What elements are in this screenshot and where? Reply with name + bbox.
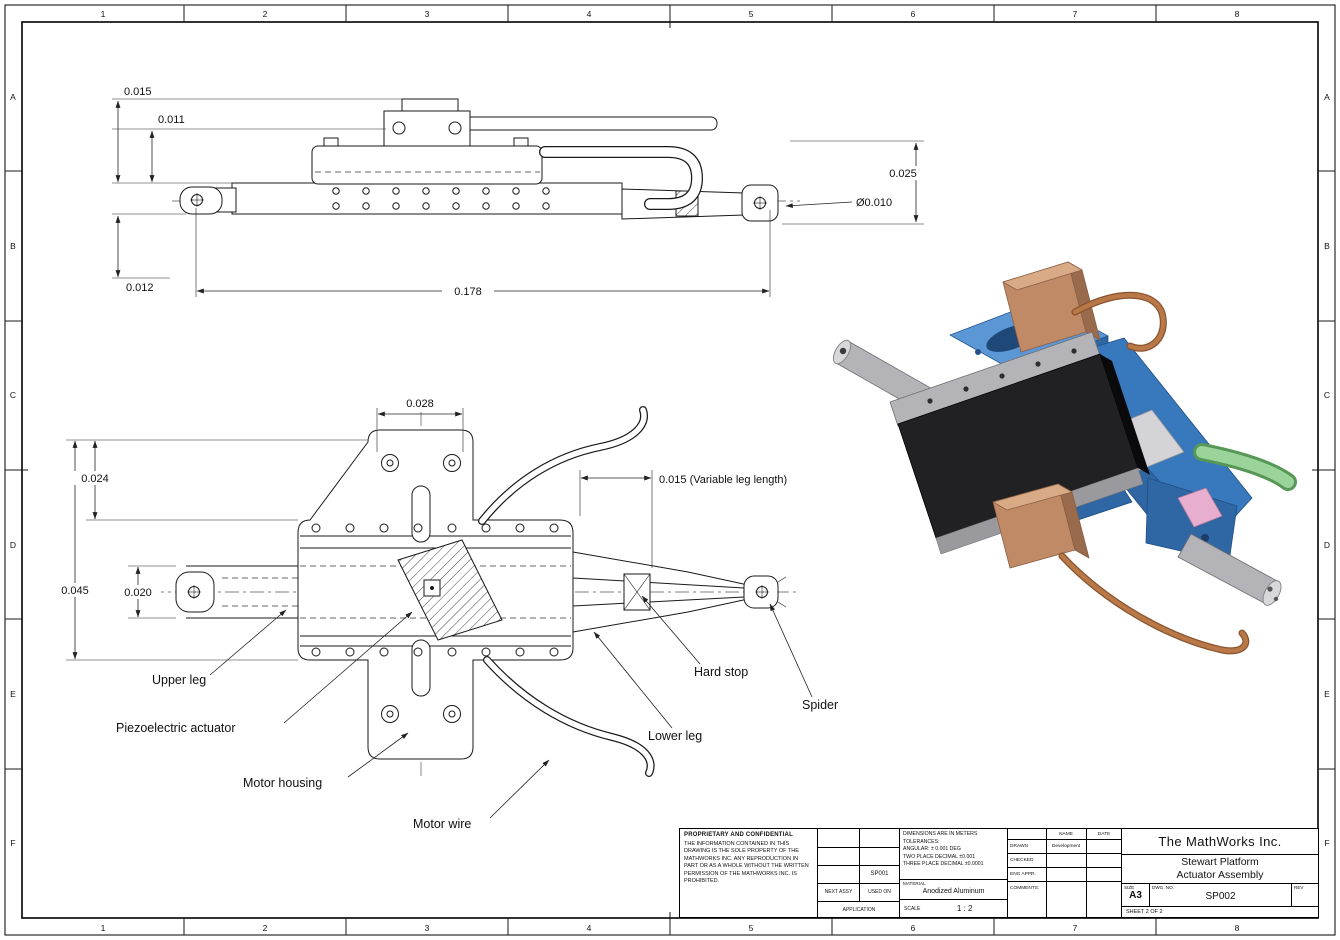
drawing-title: Stewart Platform Actuator Assembly — [1122, 854, 1318, 883]
drawing-title-line1: Stewart Platform — [1181, 855, 1259, 868]
dim-0015: 0.015 — [124, 86, 152, 98]
zone-row-left: F — [10, 838, 15, 848]
zone-row-right: A — [1324, 92, 1330, 102]
zone-col-top: 6 — [911, 9, 916, 19]
label-spider: Spider — [802, 698, 838, 712]
zone-col-bottom: 7 — [1073, 923, 1078, 933]
zone-row-left: A — [10, 92, 16, 102]
scale-label: SCALE — [904, 905, 921, 912]
zone-col-top: 4 — [587, 9, 592, 19]
zone-col-bottom: 5 — [749, 923, 754, 933]
zone-col-bottom: 6 — [911, 923, 916, 933]
material-label: MATERIAL — [903, 881, 926, 886]
zone-col-bottom: 1 — [101, 923, 106, 933]
size-label: SIZE — [1124, 885, 1135, 890]
dim-0020: 0.020 — [124, 587, 152, 599]
number-row: SIZE A3 DWG. NO. SP002 REV — [1122, 883, 1318, 906]
label-upper-leg: Upper leg — [152, 673, 206, 687]
zone-row-right: B — [1324, 241, 1330, 251]
rev-label: REV — [1294, 885, 1304, 890]
dwg-no-value: SP002 — [1205, 891, 1236, 902]
side-view: 0.015 0.011 0.012 0.178 0.025 Ø0.010 — [112, 86, 926, 298]
render-copper-block-bottom — [992, 483, 1090, 569]
top-view: 0.028 0.024 0.045 0.020 0.015 (Variable … — [52, 398, 838, 831]
size-cell: SIZE A3 — [1122, 884, 1150, 906]
render-motor-wires — [1058, 291, 1250, 655]
application-table: SP001 NEXT ASSY USED ON APPLICATION — [818, 829, 900, 917]
title-block: PROPRIETARY AND CONFIDENTIAL THE INFORMA… — [679, 828, 1319, 918]
next-assy-label: NEXT ASSY — [824, 889, 853, 895]
two-place-tolerance: TWO PLACE DECIMAL ±0.001 — [903, 853, 976, 860]
application-label: APPLICATION — [842, 906, 876, 913]
proprietary-note: PROPRIETARY AND CONFIDENTIAL THE INFORMA… — [680, 829, 818, 917]
drawn-name: Development — [1051, 843, 1081, 849]
zone-row-left: B — [10, 241, 16, 251]
three-place-tolerance: THREE PLACE DECIMAL ±0.0001 — [903, 861, 984, 868]
dim-0012: 0.012 — [126, 282, 154, 294]
dim-0024: 0.024 — [81, 473, 109, 485]
isometric-render — [832, 261, 1297, 655]
company-name: The MathWorks Inc. — [1158, 834, 1282, 849]
rev-cell: REV — [1292, 884, 1318, 906]
comments-label: COMMENTS: — [1010, 885, 1040, 891]
scale-value: 1 : 2 — [956, 904, 973, 913]
used-on-label: USED ON — [868, 889, 891, 895]
dim-dia-0010: Ø0.010 — [856, 197, 892, 209]
tolerance-block: DIMENSIONS ARE IN METERS TOLERANCES: ANG… — [900, 829, 1008, 917]
zone-row-right: F — [1324, 838, 1329, 848]
dim-0025: 0.025 — [889, 168, 917, 180]
zone-row-right: D — [1324, 540, 1330, 550]
label-motor-wire: Motor wire — [413, 817, 471, 831]
zone-col-top: 5 — [749, 9, 754, 19]
zone-row-right: E — [1324, 689, 1330, 699]
zone-row-left: C — [10, 390, 16, 400]
zone-row-left: E — [10, 689, 16, 699]
label-piezoelectric-actuator: Piezoelectric actuator — [116, 721, 236, 735]
checked-label: CHECKED — [1010, 857, 1034, 863]
proprietary-heading: PROPRIETARY AND CONFIDENTIAL — [684, 832, 793, 838]
label-hard-stop: Hard stop — [694, 665, 748, 679]
render-copper-block-top — [1002, 261, 1101, 353]
name-column-header: NAME — [1059, 831, 1073, 837]
date-column-header: DATE — [1097, 831, 1111, 837]
zone-col-top: 1 — [101, 9, 106, 19]
dwg-no-cell: DWG. NO. SP002 — [1150, 884, 1292, 906]
zone-col-bottom: 4 — [587, 923, 592, 933]
zone-col-top: 8 — [1235, 9, 1240, 19]
eng-appr-label: ENG APPR. — [1010, 871, 1036, 877]
zone-col-bottom: 2 — [263, 923, 268, 933]
angular-tolerance: ANGULAR: ± 0.001 DEG — [903, 846, 961, 853]
material-cell: MATERIAL Anodized Aluminum — [900, 879, 1007, 899]
zone-col-bottom: 3 — [425, 923, 430, 933]
signature-table: NAME DATE DRAWN Development CHECKED ENG … — [1008, 829, 1122, 917]
size-value: A3 — [1129, 890, 1142, 901]
title-area: The MathWorks Inc. Stewart Platform Actu… — [1122, 829, 1318, 917]
zone-col-top: 7 — [1073, 9, 1078, 19]
zone-col-bottom: 8 — [1235, 923, 1240, 933]
next-assy-value: SP001 — [870, 871, 889, 877]
zone-row-left: D — [10, 540, 16, 550]
dim-0015-variable-leg-length: 0.015 (Variable leg length) — [659, 474, 787, 486]
dims-units-note: DIMENSIONS ARE IN METERS — [903, 831, 978, 837]
dim-0178-overall-length: 0.178 — [454, 286, 482, 298]
sheet-frame: 1 2 3 4 5 6 7 8 1 2 3 4 5 6 7 8 A B C D … — [4, 4, 1336, 936]
label-motor-housing: Motor housing — [243, 776, 322, 790]
sheet-number: SHEET 2 OF 2 — [1122, 906, 1318, 917]
drawn-label: DRAWN — [1010, 843, 1028, 849]
tolerances-label: TOLERANCES: — [903, 838, 940, 845]
proprietary-body: THE INFORMATION CONTAINED IN THIS DRAWIN… — [684, 841, 809, 885]
material-value: Anodized Aluminum — [922, 888, 985, 895]
dwg-no-label: DWG. NO. — [1152, 885, 1174, 890]
zone-col-top: 2 — [263, 9, 268, 19]
dim-0028: 0.028 — [406, 398, 434, 410]
dim-0011: 0.011 — [158, 114, 185, 126]
render-pink-spacer — [1177, 487, 1223, 528]
label-lower-leg: Lower leg — [648, 729, 702, 743]
dim-0045: 0.045 — [61, 585, 89, 597]
zone-row-right: C — [1324, 390, 1330, 400]
scale-cell: SCALE 1 : 2 — [900, 899, 1007, 917]
drawing-title-line2: Actuator Assembly — [1176, 869, 1264, 881]
zone-col-top: 3 — [425, 9, 430, 19]
